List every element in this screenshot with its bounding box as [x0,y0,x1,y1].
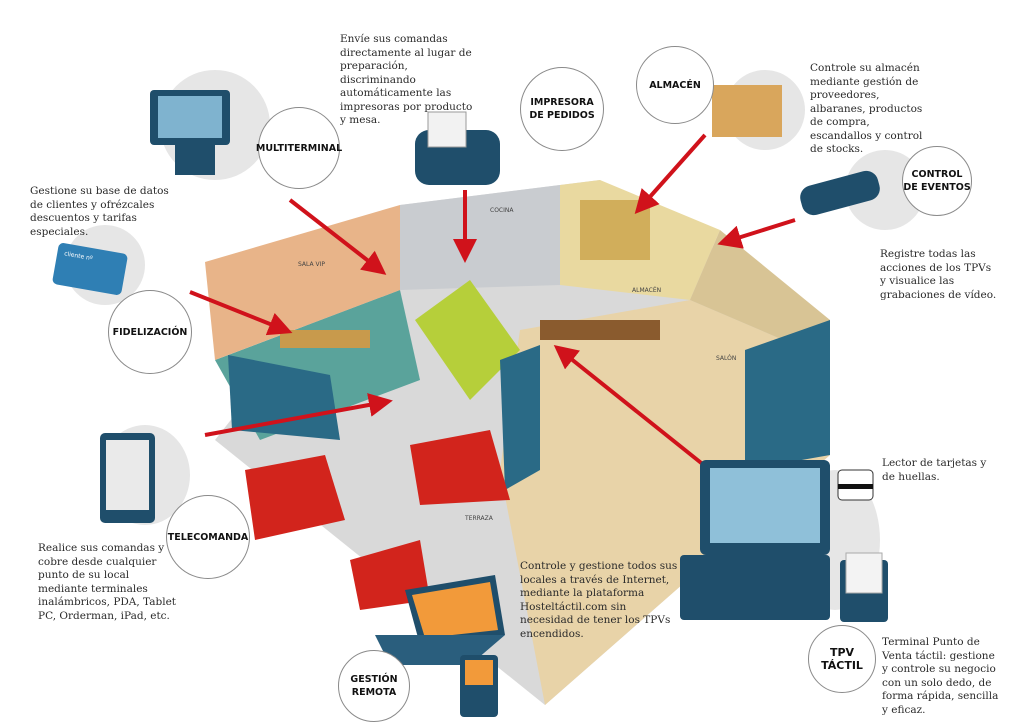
feature-title: GESTIÓN [350,674,398,685]
feature-title: MULTITERMINAL [255,142,343,154]
camera-icon [800,170,880,216]
wall-front-left [228,355,340,440]
parasol [245,455,345,540]
feature-title: DE EVENTOS [903,182,971,193]
tpv-description: Terminal Punto de Venta táctil: gestione… [882,636,999,716]
gestion-description: Controle y gestione todos sus locales a … [520,560,678,640]
feature-title: TELECOMANDA [167,531,249,543]
awning [415,280,520,400]
wall-front-right [745,320,830,470]
wall-cocina [400,185,560,290]
arrows [189,133,796,472]
feature-gestion-button[interactable]: GESTIÓN REMOTA [338,650,410,722]
feature-multiterminal-button[interactable]: MULTITERMINAL [255,107,343,189]
handheld-terminal-icon [100,433,155,523]
room-label-terraza: TERRAZA [464,515,494,522]
feature-title: DE PEDIDOS [529,110,595,121]
parasol [410,430,510,505]
multiterminal-device-icon [150,90,230,175]
bar-counter [540,320,660,340]
svg-text:cliente nº: cliente nº [64,250,94,262]
feature-impresora-button[interactable]: IMPRESORA DE PEDIDOS [520,67,604,151]
feature-title: FIDELIZACIÓN [112,326,188,338]
card-reader-description: Lector de tarjetas y de huellas. [882,457,987,483]
phone-icon [460,655,498,717]
card-reader-icon [837,469,874,501]
room-label-salon: SALÓN [716,355,736,362]
box-icon [712,85,782,137]
feature-fidelizacion-button[interactable]: FIDELIZACIÓN [108,290,192,374]
wall-vip [205,205,400,360]
control-description: Registre todas las acciones de los TPVs … [880,248,997,301]
feature-title: IMPRESORA [530,97,594,108]
receipt-printer-icon [840,552,888,622]
room-label-sala-vip: SALA VIP [298,261,325,268]
telecomanda-description: Realice sus comandas y cobre desde cualq… [38,542,177,622]
almacen-description: Controle su almacén mediante gestión de … [810,62,923,155]
feature-title: ALMACÉN [649,79,701,91]
multiterminal-description: Envíe sus comandas directamente al lugar… [340,33,473,126]
partition [500,345,540,490]
printer-icon [415,111,500,185]
fidelizacion-description: Gestione su base de datos de clientes y … [30,185,169,238]
vip-table [280,330,370,348]
feature-title: REMOTA [351,687,397,698]
shelves [580,200,650,260]
feature-almacen-button[interactable]: ALMACÉN [636,46,714,124]
wall-right [690,230,830,360]
laptop-icon [375,575,505,665]
room-label-almacen: ALMACÉN [632,286,661,294]
feature-telecomanda-button[interactable]: TELECOMANDA [166,495,250,579]
room-label-cocina: COCINA [490,207,514,214]
feature-title: TPV [829,646,855,659]
feature-title: TÁCTIL [821,659,863,672]
feature-title: CONTROL [911,169,963,180]
feature-control-button[interactable]: CONTROL DE EVENTOS [902,146,972,216]
tpv-terminal-icon [680,460,830,620]
loyalty-card-icon: cliente nº [52,243,128,295]
